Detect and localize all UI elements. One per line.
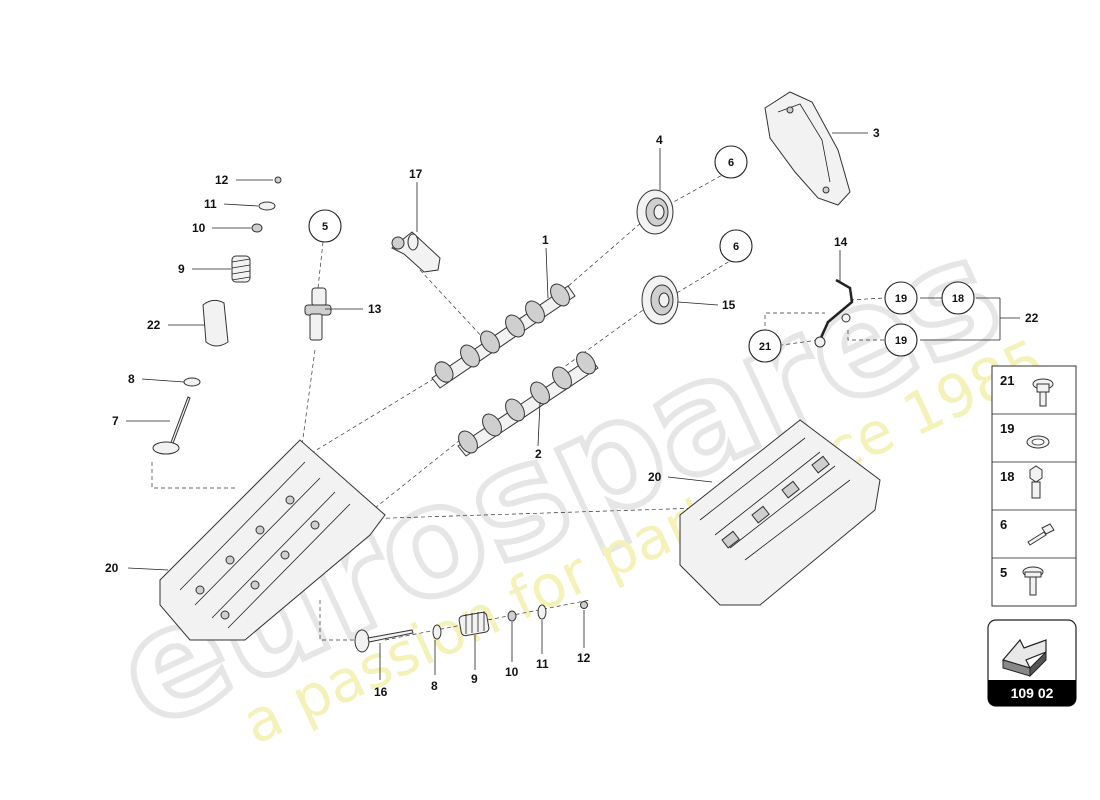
exhaust-camshaft-part — [457, 351, 599, 457]
exhaust-valve-part — [354, 629, 414, 653]
callout-8-bottom: 8 — [431, 679, 438, 693]
legend-num-6: 6 — [1000, 517, 1007, 532]
legend-row-19: 19 — [1000, 421, 1050, 449]
callout-5-circle: 5 — [308, 209, 342, 243]
callout-17: 17 — [409, 167, 423, 181]
timing-cover-part — [764, 91, 851, 206]
camshaft-adjuster-upper-part — [636, 189, 674, 235]
flange-bolt-icon — [1032, 378, 1054, 407]
leader-lines — [126, 132, 1020, 680]
callout-9-bottom: 9 — [471, 672, 478, 686]
roller-finger-lever-part — [391, 231, 441, 273]
section-code-box: 109 02 — [987, 619, 1077, 707]
callout-3: 3 — [873, 126, 880, 140]
callout-19-top-circle: 19 — [884, 281, 918, 315]
callout-4: 4 — [656, 133, 663, 147]
bottom-valve-keeper-part — [580, 601, 588, 609]
callout-15: 15 — [722, 298, 736, 312]
callout-9-left: 9 — [178, 262, 185, 276]
legend-row-6: 6 — [1000, 517, 1055, 546]
bottom-valve-stem-seal-part — [507, 610, 517, 622]
legend-num-5: 5 — [1000, 565, 1007, 580]
callout-20-right: 20 — [648, 470, 662, 484]
callout-19-bottom-circle: 19 — [884, 323, 918, 357]
callout-5-top: 5 — [322, 221, 328, 233]
callout-18-circle: 18 — [941, 281, 975, 315]
bottom-valve-spring-part — [458, 611, 490, 637]
callout-10-bottom: 10 — [505, 665, 519, 679]
fastener-legend: 21 19 18 6 — [991, 365, 1077, 607]
hydraulic-tappet-part — [304, 287, 332, 341]
valve-keeper-part — [274, 176, 282, 184]
valve-stem-seal-part — [251, 223, 263, 233]
callout-6-mid: 6 — [733, 241, 739, 253]
left-valve-assembly — [152, 176, 282, 455]
legend-row-21: 21 — [1000, 373, 1054, 407]
callout-16-bottom: 16 — [374, 685, 388, 699]
callout-14: 14 — [834, 235, 848, 249]
callout-7-left: 7 — [112, 414, 119, 428]
legend-row-5: 5 — [1000, 565, 1044, 596]
direction-arrow-icon — [1001, 638, 1047, 678]
callout-6-top-circle: 6 — [714, 145, 748, 179]
torx-bolt-icon — [1022, 566, 1044, 596]
callout-11-left: 11 — [204, 197, 217, 211]
valve-spring-part — [231, 255, 251, 283]
cylinder-head-right-part — [679, 419, 881, 606]
bottom-valve-assembly — [354, 601, 588, 653]
callout-6-top: 6 — [728, 157, 734, 169]
callout-22-right: 22 — [1025, 311, 1039, 325]
callout-2: 2 — [535, 447, 542, 461]
spring-retainer-part — [258, 201, 276, 211]
camshaft-adjuster-lower-part — [641, 275, 679, 325]
banjo-bolt-icon — [1029, 465, 1043, 499]
valve-guide-part — [202, 299, 229, 347]
callout-21-circle: 21 — [748, 329, 782, 363]
oil-line-part — [814, 278, 854, 348]
callout-11-bottom: 11 — [536, 657, 549, 671]
callout-1: 1 — [542, 233, 549, 247]
callout-19-bottom: 19 — [895, 335, 907, 347]
callout-13: 13 — [368, 302, 382, 316]
cylinder-head-left-part — [159, 439, 386, 641]
hex-bolt-icon — [1027, 523, 1055, 546]
valve-spring-seat-part — [183, 377, 201, 387]
callout-12-left: 12 — [215, 173, 229, 187]
sealing-ring-icon — [1026, 435, 1050, 449]
callout-19-top: 19 — [895, 293, 907, 305]
legend-num-19: 19 — [1000, 421, 1014, 436]
callout-12-bottom: 12 — [577, 651, 591, 665]
callout-10-left: 10 — [192, 221, 206, 235]
section-code: 109 02 — [1011, 685, 1054, 701]
callout-8-left: 8 — [128, 372, 135, 386]
callout-6-mid-circle: 6 — [719, 229, 753, 263]
callout-20-left: 20 — [105, 561, 119, 575]
callout-18: 18 — [952, 293, 964, 305]
bottom-spring-retainer-part — [537, 604, 547, 620]
legend-num-21: 21 — [1000, 373, 1014, 388]
legend-num-18: 18 — [1000, 469, 1014, 484]
intake-valve-part — [152, 396, 191, 455]
callout-21: 21 — [759, 341, 771, 353]
legend-row-18: 18 — [1000, 465, 1043, 499]
callout-22-left: 22 — [147, 318, 161, 332]
intake-camshaft-part — [431, 283, 576, 389]
bottom-spring-seat-part — [432, 624, 442, 640]
